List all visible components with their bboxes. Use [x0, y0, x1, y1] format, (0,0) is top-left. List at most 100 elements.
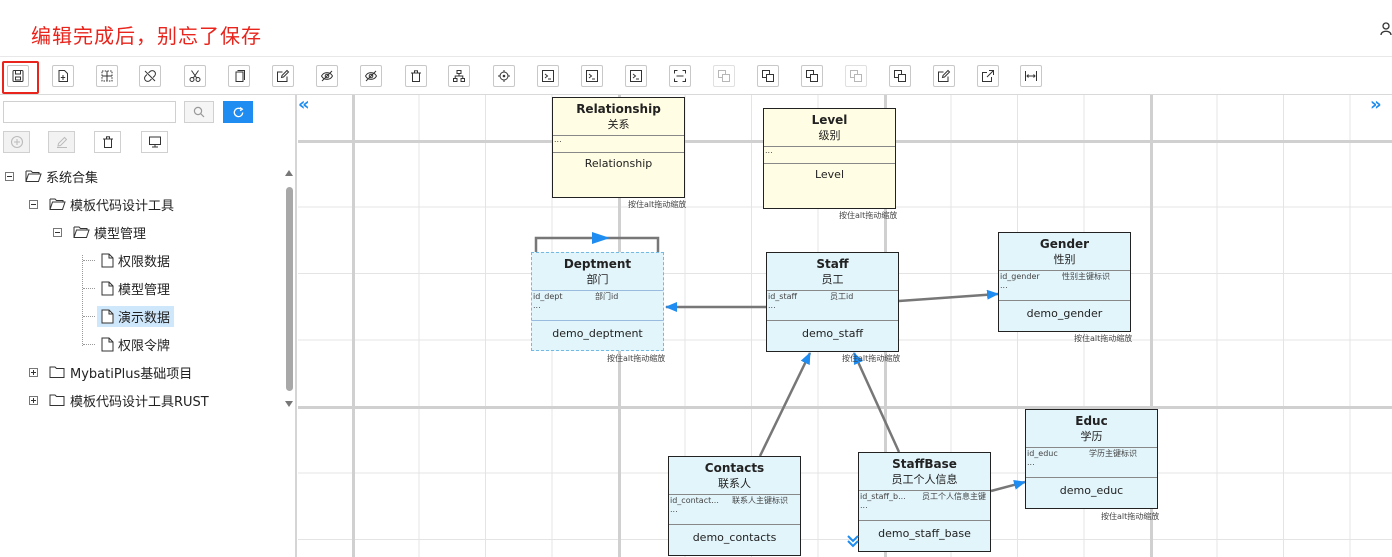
- tree-label[interactable]: 模板代码设计工具RUST: [70, 394, 209, 410]
- drag-hint: 按住alt拖动缩放: [1074, 334, 1133, 343]
- search-button[interactable]: [184, 101, 214, 123]
- hide-all-button[interactable]: [360, 65, 382, 87]
- add-node-button[interactable]: [3, 131, 30, 153]
- sidebar: 系统合集 模板代码设计工具 模型管理 权限数据 模型管理 演示数据 权限令牌 M…: [0, 95, 297, 557]
- tree-label[interactable]: 权限数据: [118, 254, 171, 270]
- drag-hint: 按住alt拖动缩放: [607, 354, 666, 363]
- expand-icon[interactable]: [29, 367, 38, 377]
- field-ellipsis: ...: [1027, 458, 1035, 467]
- drag-hint: 按住alt拖动缩放: [628, 200, 687, 209]
- entity-relationship[interactable]: Relationship 关系 ... Relationship: [552, 97, 685, 198]
- locate-button[interactable]: [493, 65, 515, 87]
- entity-contacts[interactable]: Contacts 联系人 id_contact...联系人主键标识 ... de…: [668, 456, 801, 556]
- tree-node-template-tool[interactable]: 模板代码设计工具: [29, 193, 174, 215]
- folder-icon: [49, 394, 65, 406]
- collapse-icon[interactable]: [5, 171, 14, 181]
- tree-guide: [82, 255, 83, 346]
- layer-button-5[interactable]: [889, 65, 911, 87]
- edge-staff-gender: [898, 289, 999, 303]
- tree-leaf-permission-token[interactable]: 权限令牌: [101, 333, 170, 355]
- edit-node-button[interactable]: [48, 131, 75, 153]
- monitor-button[interactable]: [141, 131, 168, 153]
- tree-label[interactable]: 模型管理: [94, 226, 147, 242]
- tree-node-mybatis[interactable]: MybatiPlus基础项目: [29, 361, 192, 383]
- field-ellipsis: ...: [533, 301, 541, 310]
- console-button-1[interactable]: [537, 65, 559, 87]
- entity-fields: ...: [764, 146, 895, 164]
- copy-button[interactable]: [228, 65, 250, 87]
- tree-node-model-mgmt[interactable]: 模型管理: [53, 221, 146, 243]
- layers-icon: [762, 70, 774, 82]
- layout-button[interactable]: [448, 65, 470, 87]
- tree-label-selected[interactable]: 演示数据: [118, 310, 171, 326]
- collapse-icon[interactable]: [29, 199, 38, 209]
- edit-button-2[interactable]: [933, 65, 955, 87]
- scrollbar-thumb[interactable]: [286, 187, 293, 391]
- entity-table-name: demo_gender: [1026, 307, 1103, 320]
- entity-table-name: demo_educ: [1059, 484, 1124, 497]
- tree-label[interactable]: 模型管理: [118, 282, 171, 298]
- layers-icon: [806, 70, 818, 82]
- collapse-icon[interactable]: [53, 227, 62, 237]
- entity-fields: id_contact...联系人主键标识 ...: [669, 494, 800, 525]
- folder-open-icon: [25, 170, 42, 182]
- width-button[interactable]: [1020, 65, 1042, 87]
- diagram-canvas[interactable]: Relationship 关系 ... Relationship 按住alt拖动…: [298, 95, 1392, 557]
- field-ellipsis: ...: [768, 301, 776, 310]
- toolbar: [0, 57, 1392, 95]
- drag-hint: 按住alt拖动缩放: [839, 211, 898, 220]
- console-button-2[interactable]: [581, 65, 603, 87]
- refresh-button[interactable]: [223, 101, 253, 123]
- eye-off-icon: [364, 70, 378, 82]
- expand-icon[interactable]: [29, 395, 38, 405]
- tree-guide: [83, 316, 95, 317]
- unlink-icon: [144, 70, 156, 82]
- user-icon[interactable]: [1380, 22, 1392, 36]
- scissors-icon: [189, 70, 201, 82]
- delete-button[interactable]: [405, 65, 427, 87]
- open-external-button[interactable]: [977, 65, 999, 87]
- document-icon: [101, 337, 114, 351]
- entity-table-name: demo_staff_base: [878, 527, 971, 540]
- folder-icon: [49, 366, 65, 378]
- hide-button[interactable]: [316, 65, 338, 87]
- cut-button[interactable]: [184, 65, 206, 87]
- tree-node-rust[interactable]: 模板代码设计工具RUST: [29, 389, 209, 411]
- search-input[interactable]: [3, 101, 176, 123]
- expand-right-icon[interactable]: »: [1370, 94, 1382, 115]
- collapse-left-icon[interactable]: «: [298, 94, 310, 115]
- console-button-3[interactable]: [625, 65, 647, 87]
- tree-label[interactable]: 权限令牌: [118, 338, 171, 354]
- layer-button-1[interactable]: [713, 65, 735, 87]
- document-icon: [101, 281, 114, 295]
- fit-button[interactable]: [669, 65, 691, 87]
- tree-leaf-permission-data[interactable]: 权限数据: [101, 249, 170, 271]
- save-button[interactable]: [7, 65, 29, 87]
- layer-button-2[interactable]: [757, 65, 779, 87]
- entity-level[interactable]: Level 级别 ... Level: [763, 108, 896, 209]
- unlink-button[interactable]: [139, 65, 161, 87]
- layer-button-4[interactable]: [845, 65, 867, 87]
- expand-down-icon[interactable]: [845, 533, 861, 549]
- delete-node-button[interactable]: [94, 131, 121, 153]
- layer-button-3[interactable]: [801, 65, 823, 87]
- entity-staffbase[interactable]: StaffBase 员工个人信息 id_staff_b...员工个人信息主键 .…: [858, 452, 991, 552]
- scroll-down-arrow[interactable]: [285, 401, 293, 407]
- tree-label[interactable]: 系统合集: [46, 170, 99, 186]
- tree-node-root[interactable]: 系统合集: [5, 165, 98, 187]
- tree-label[interactable]: 模板代码设计工具: [70, 198, 175, 214]
- edit-button[interactable]: [272, 65, 294, 87]
- tree-label[interactable]: MybatiPlus基础项目: [70, 366, 193, 382]
- tree-leaf-model-mgmt[interactable]: 模型管理: [101, 277, 170, 299]
- tree-leaf-demo-data[interactable]: 演示数据: [97, 305, 175, 327]
- scroll-up-arrow[interactable]: [285, 170, 293, 176]
- export-button[interactable]: [52, 65, 74, 87]
- field-ellipsis: ...: [670, 505, 678, 514]
- grid-button[interactable]: [96, 65, 118, 87]
- terminal-icon: [542, 70, 554, 82]
